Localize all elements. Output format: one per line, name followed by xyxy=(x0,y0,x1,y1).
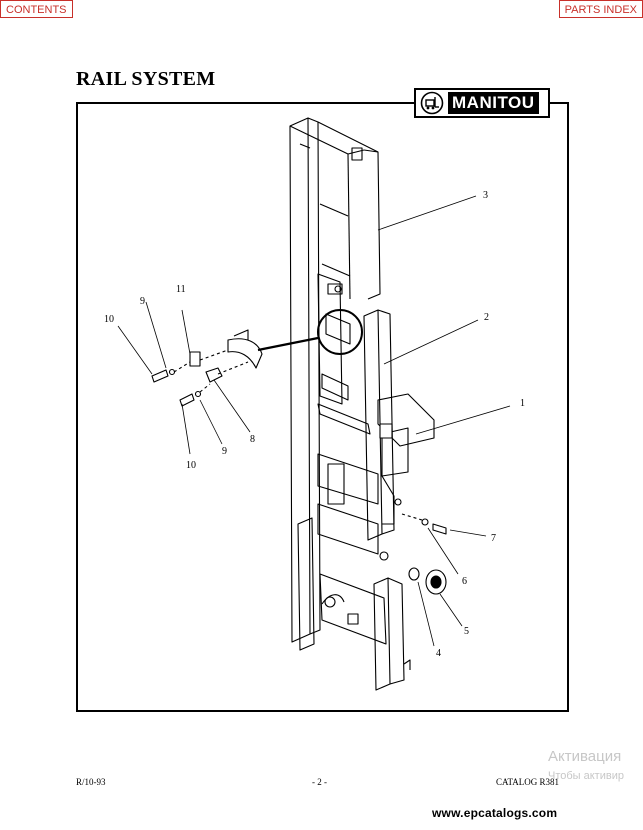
callout-labels: 1 2 3 4 5 6 7 8 9 9 10 10 11 xyxy=(104,190,525,659)
website-link[interactable]: www.epcatalogs.com xyxy=(432,806,558,820)
callout-3: 3 xyxy=(483,190,488,201)
inner-rail-part xyxy=(317,273,395,541)
bolt-assembly-upper xyxy=(151,361,191,383)
bolt-part xyxy=(401,513,447,535)
callout-10-upper: 10 xyxy=(104,314,114,325)
stop-bracket-part xyxy=(189,329,263,383)
callout-9-upper: 9 xyxy=(140,296,145,307)
callout-1: 1 xyxy=(520,398,525,409)
callout-5: 5 xyxy=(464,626,469,637)
callout-9-lower: 9 xyxy=(222,446,227,457)
callout-6: 6 xyxy=(462,576,467,587)
callout-10-lower: 10 xyxy=(186,460,196,471)
callout-11: 11 xyxy=(176,284,186,295)
brand-logo: MANITOU xyxy=(414,88,550,118)
diagram-frame xyxy=(76,102,569,712)
revision-date: R/10-93 xyxy=(76,777,106,787)
page-title: RAIL SYSTEM xyxy=(76,68,216,90)
callout-8: 8 xyxy=(250,434,255,445)
activation-watermark-title: Активация xyxy=(548,748,622,765)
roller-part xyxy=(379,551,447,595)
contents-link[interactable]: CONTENTS xyxy=(0,0,73,18)
catalog-reference: CATALOG R381 xyxy=(496,777,560,787)
rail-system-exploded-diagram: 1 2 3 4 5 6 7 8 9 9 10 10 11 xyxy=(104,117,525,691)
forklift-emblem-icon xyxy=(420,91,444,115)
page-number: - 2 - xyxy=(312,777,327,787)
activation-watermark-subtitle: Чтобы активир xyxy=(548,770,624,782)
callout-2: 2 xyxy=(484,312,489,323)
bolt-assembly-lower xyxy=(179,383,211,407)
carriage-part xyxy=(317,393,435,555)
lower-frame-part xyxy=(297,517,411,691)
parts-index-link[interactable]: PARTS INDEX xyxy=(558,0,643,18)
brand-name: MANITOU xyxy=(448,92,539,114)
callout-7: 7 xyxy=(491,533,496,544)
callout-4: 4 xyxy=(436,648,441,659)
outer-rail-part xyxy=(289,117,381,643)
